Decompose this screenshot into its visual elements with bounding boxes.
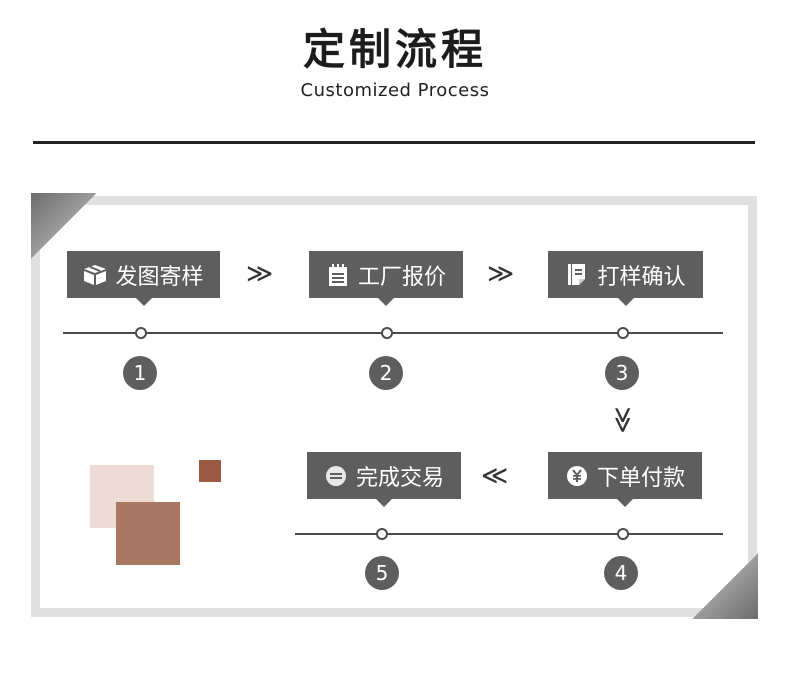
- step-4-label: 下单付款: [548, 452, 702, 507]
- exchange-icon: [324, 464, 348, 488]
- corner-triangle-bottom-right: [692, 553, 758, 619]
- step-5-number: 5: [365, 556, 399, 590]
- step-2-number: 2: [369, 356, 403, 390]
- yen-coin-icon: [565, 464, 589, 488]
- timeline-node-3: [617, 327, 629, 339]
- header-divider: [33, 141, 755, 144]
- step-4-text: 下单付款: [596, 465, 685, 491]
- step-3-text: 打样确认: [597, 264, 686, 290]
- arrow-left: ≪: [481, 461, 509, 491]
- page-title: 定制流程: [302, 25, 487, 74]
- notepad-icon: [326, 263, 350, 287]
- package-box-icon: [83, 263, 107, 287]
- decor-square-mid: [116, 502, 180, 565]
- step-5-text: 完成交易: [355, 465, 444, 491]
- arrow-right-2: ≫: [487, 259, 515, 289]
- timeline-node-4: [617, 528, 629, 540]
- step-3-label: 打样确认: [548, 251, 703, 306]
- arrow-down: ≫: [607, 406, 638, 434]
- decor-square-small: [199, 460, 221, 482]
- timeline-node-1: [135, 327, 147, 339]
- step-2-label: 工厂报价: [309, 251, 463, 306]
- arrow-right-1: ≫: [246, 259, 274, 289]
- timeline-node-2: [381, 327, 393, 339]
- document-icon: [565, 263, 589, 287]
- page-subtitle: Customized Process: [300, 80, 490, 101]
- step-5-label: 完成交易: [307, 452, 461, 507]
- corner-triangle-top-left: [31, 193, 97, 259]
- step-1-text: 发图寄样: [115, 264, 204, 290]
- step-1-label: 发图寄样: [67, 251, 220, 306]
- timeline-top: [63, 332, 723, 334]
- timeline-node-5: [376, 528, 388, 540]
- timeline-bottom: [295, 533, 723, 535]
- step-4-number: 4: [604, 556, 638, 590]
- step-2-text: 工厂报价: [357, 264, 446, 290]
- step-1-number: 1: [123, 356, 157, 390]
- step-3-number: 3: [605, 356, 639, 390]
